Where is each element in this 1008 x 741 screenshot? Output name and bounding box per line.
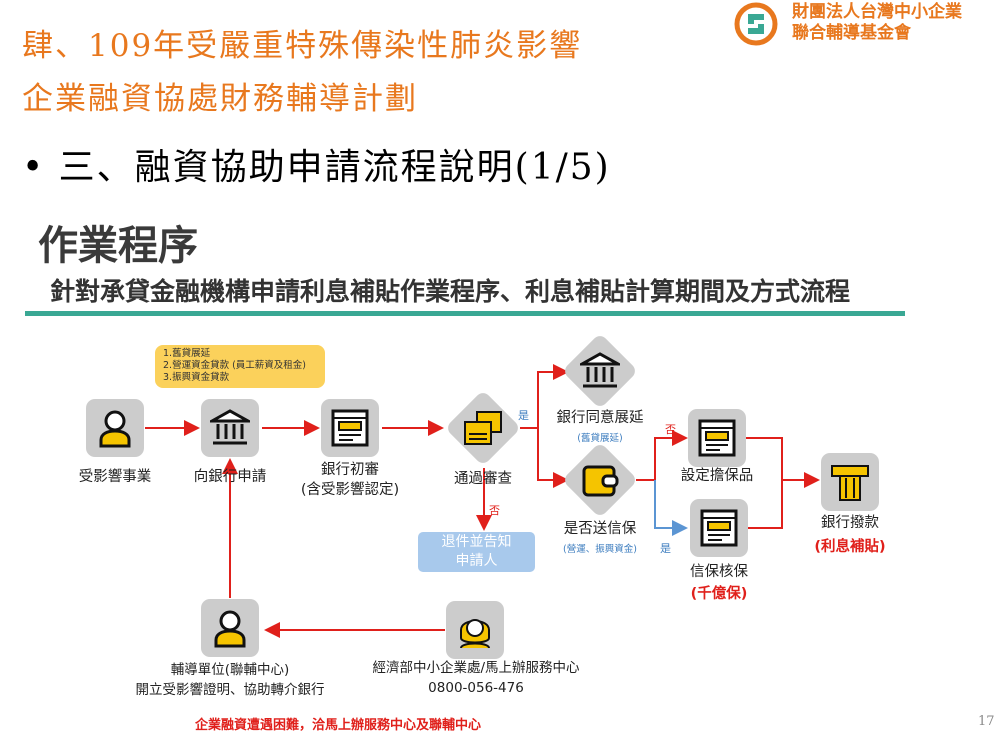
person-icon: [214, 610, 246, 648]
credit-guarantee-sublabel: (營運、振興資金): [563, 544, 637, 555]
credit-guarantee-label: 是否送信保: [563, 521, 637, 537]
document-icon: [700, 509, 738, 547]
org-logo-icon: [734, 2, 778, 46]
divider: [25, 311, 905, 316]
sme-guarantee-sublabel: (千億保): [690, 586, 748, 602]
document-icon: [331, 409, 369, 447]
pass-review-node: [454, 399, 512, 457]
slide-title-line1: 肆、109年受嚴重特殊傳染性肺炎影響: [22, 28, 583, 64]
section-subtitle: 針對承貸金融機構申請利息補貼作業程序、利息補貼計算期間及方式流程: [50, 277, 851, 306]
person-icon: [99, 410, 131, 448]
counseling-unit-label: 輔導單位(聯輔中心)開立受影響證明、協助轉介銀行: [135, 662, 325, 698]
bank-extend-sublabel: (舊貸展延): [577, 433, 623, 444]
bank-disburse-label: 銀行撥款: [821, 515, 879, 531]
bank-apply-node: [201, 399, 259, 457]
credit-guarantee-decision-node: [571, 451, 629, 509]
slide-title-line2: 企業融資協處財務輔導計劃: [22, 81, 418, 117]
sme-guarantee-node: [690, 499, 748, 557]
atm-card-icon: [831, 465, 869, 501]
bank-disburse-sublabel: (利息補貼): [814, 539, 886, 555]
footer-note: 企業融資遭遇困難，洽馬上辦服務中心及聯輔中心: [195, 718, 482, 733]
moea-service-center-node: [446, 601, 504, 659]
bank-disburse-node: [821, 453, 879, 511]
bank-apply-label: 向銀行申請: [193, 469, 267, 485]
reject-notify-box: 退件並告知申請人: [418, 532, 535, 572]
edge-yes-label-2: 是: [660, 542, 671, 555]
edge-yes-label: 是: [518, 409, 529, 422]
affected-business-label: 受影響事業: [78, 469, 152, 485]
wallet-icon: [582, 465, 619, 497]
support-agent-icon: [460, 619, 490, 649]
pass-review-label: 通過審查: [454, 471, 512, 487]
edge-no-label-2: 否: [665, 423, 676, 436]
bank-extend-label: 銀行同意展延: [556, 410, 644, 426]
bank-review-label: 銀行初審(含受影響認定): [300, 462, 400, 498]
sme-guarantee-label: 信保核保: [690, 564, 748, 580]
document-icon: [698, 419, 736, 457]
collateral-label: 設定擔保品: [680, 468, 754, 484]
page-number: 17: [978, 714, 995, 729]
section-title: 作業程序: [38, 223, 198, 269]
bank-icon: [210, 409, 250, 445]
collateral-node: [688, 409, 746, 467]
affected-business-node: [86, 399, 144, 457]
counseling-unit-node: [201, 599, 259, 657]
org-name: 財團法人台灣中小企業聯合輔導基金會: [792, 2, 962, 43]
bullet-heading: • 三、融資協助申請流程說明(1/5): [22, 147, 611, 188]
folders-icon: [464, 411, 502, 445]
bank-extend-node: [571, 342, 629, 400]
bank-icon: [580, 352, 620, 388]
bank-review-node: [321, 399, 379, 457]
edge-no-label: 否: [489, 504, 500, 517]
